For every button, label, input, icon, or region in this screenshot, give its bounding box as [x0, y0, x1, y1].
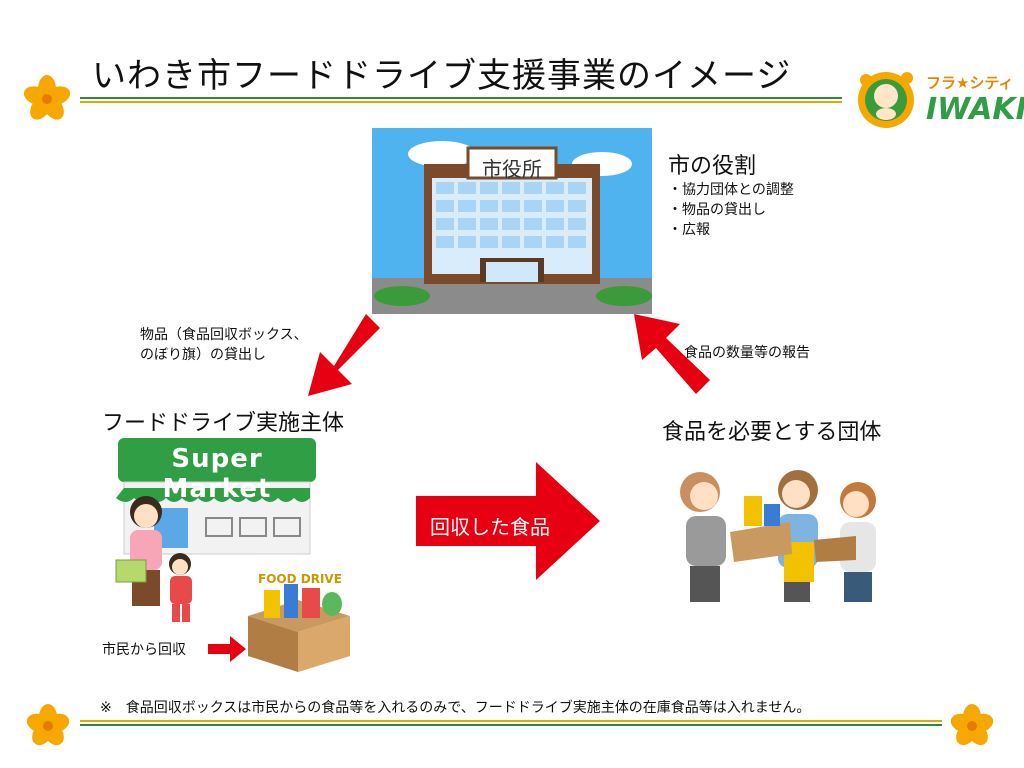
page-title: いわき市フードドライブ支援事業のイメージ: [92, 56, 792, 96]
logo-emblem-icon: [858, 72, 914, 128]
title-rule-gold: [80, 101, 842, 103]
footer-rule-green: [80, 724, 942, 726]
city-roles-heading: 市の役割: [668, 154, 757, 179]
title-rule-green: [80, 97, 842, 99]
collected-food-arrow-icon: [416, 462, 600, 580]
hibiscus-flower-icon: [26, 704, 70, 746]
collected-food-label: 回収した食品: [430, 515, 550, 539]
report-arrow-label: 食品の数量等の報告: [684, 345, 810, 361]
recipient-heading: 食品を必要とする団体: [662, 420, 882, 445]
lend-arrow-icon: [308, 314, 380, 396]
city-role-item: 広報: [668, 220, 794, 240]
citizens-illustration: [115, 496, 192, 622]
fura-city-iwaki-logo: フラ★シティ IWAKI: [852, 66, 1024, 136]
footnote: ※ 食品回収ボックスは市民からの食品等を入れるのみで、フードドライブ実施主体の在…: [100, 700, 811, 716]
footer-rule-gold: [80, 720, 942, 722]
lend-arrow-label-line2: のぼり旗）の貸出し: [140, 347, 266, 363]
supermarket-sign: Super Market: [162, 444, 272, 504]
report-arrow-icon: [634, 314, 710, 394]
recipient-group-illustration: [680, 470, 876, 602]
city-hall-sign: 市役所: [482, 157, 542, 181]
logo-line1: フラ★シティ: [926, 74, 1014, 92]
city-role-item: 物品の貸出し: [668, 200, 794, 220]
citizens-collection-label: 市民から回収: [102, 642, 186, 658]
logo-line2: IWAKI: [926, 92, 1024, 127]
hibiscus-flower-icon: [23, 75, 71, 120]
collection-arrow-icon: [208, 636, 246, 662]
city-roles-list: 協力団体との調整 物品の貸出し 広報: [668, 180, 794, 240]
lend-arrow-label-line1: 物品（食品回収ボックス、: [140, 327, 308, 343]
city-role-item: 協力団体との調整: [668, 180, 794, 200]
implementer-heading: フードドライブ実施主体: [102, 411, 345, 436]
hibiscus-flower-icon: [950, 704, 994, 746]
city-hall-illustration: [372, 128, 652, 314]
food-drive-box-illustration: [248, 584, 350, 672]
food-drive-box-label: FOOD DRIVE: [258, 572, 342, 586]
